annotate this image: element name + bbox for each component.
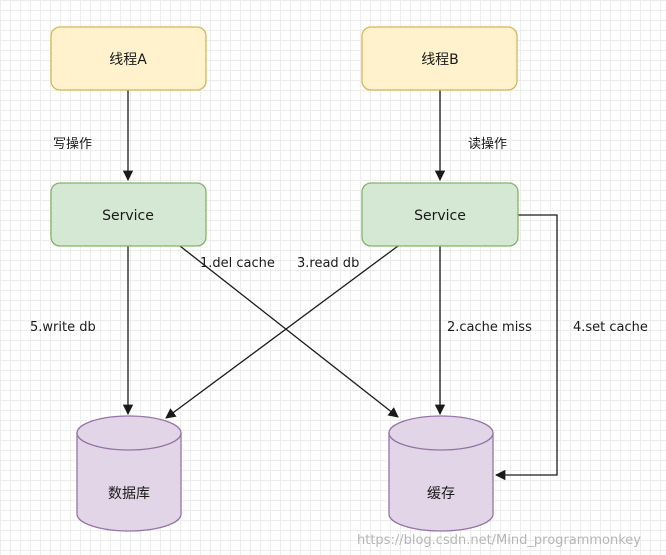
- read-db-label: 3.read db: [297, 256, 359, 271]
- del-cache-label: 1.del cache: [200, 256, 275, 271]
- database-cylinder: 数据库: [76, 415, 182, 532]
- edge-set-cache: [494, 214, 558, 481]
- database-label: 数据库: [108, 486, 150, 502]
- set-cache-label: 4.set cache: [573, 320, 648, 335]
- edges: [122, 90, 558, 481]
- thread-b-label: 线程B: [421, 52, 459, 68]
- cache-miss-label: 2.cache miss: [447, 320, 532, 335]
- edge-read-db: [165, 245, 399, 419]
- write-op-label: 写操作: [53, 136, 92, 152]
- read-op-label: 读操作: [468, 136, 507, 152]
- watermark-text: https://blog.csdn.net/Mind_programmonkey: [357, 533, 641, 548]
- write-db-label: 5.write db: [30, 320, 96, 335]
- service-right-node: Service: [361, 182, 519, 247]
- cache-label: 缓存: [427, 486, 455, 502]
- service-right-label: Service: [414, 208, 466, 224]
- edge-del-cache: [179, 245, 399, 418]
- service-left-node: Service: [50, 182, 207, 247]
- thread-a-label: 线程A: [109, 52, 147, 68]
- service-left-label: Service: [102, 208, 154, 224]
- thread-b-node: 线程B: [361, 26, 518, 91]
- thread-a-node: 线程A: [50, 26, 207, 91]
- cache-cylinder: 缓存: [388, 415, 494, 532]
